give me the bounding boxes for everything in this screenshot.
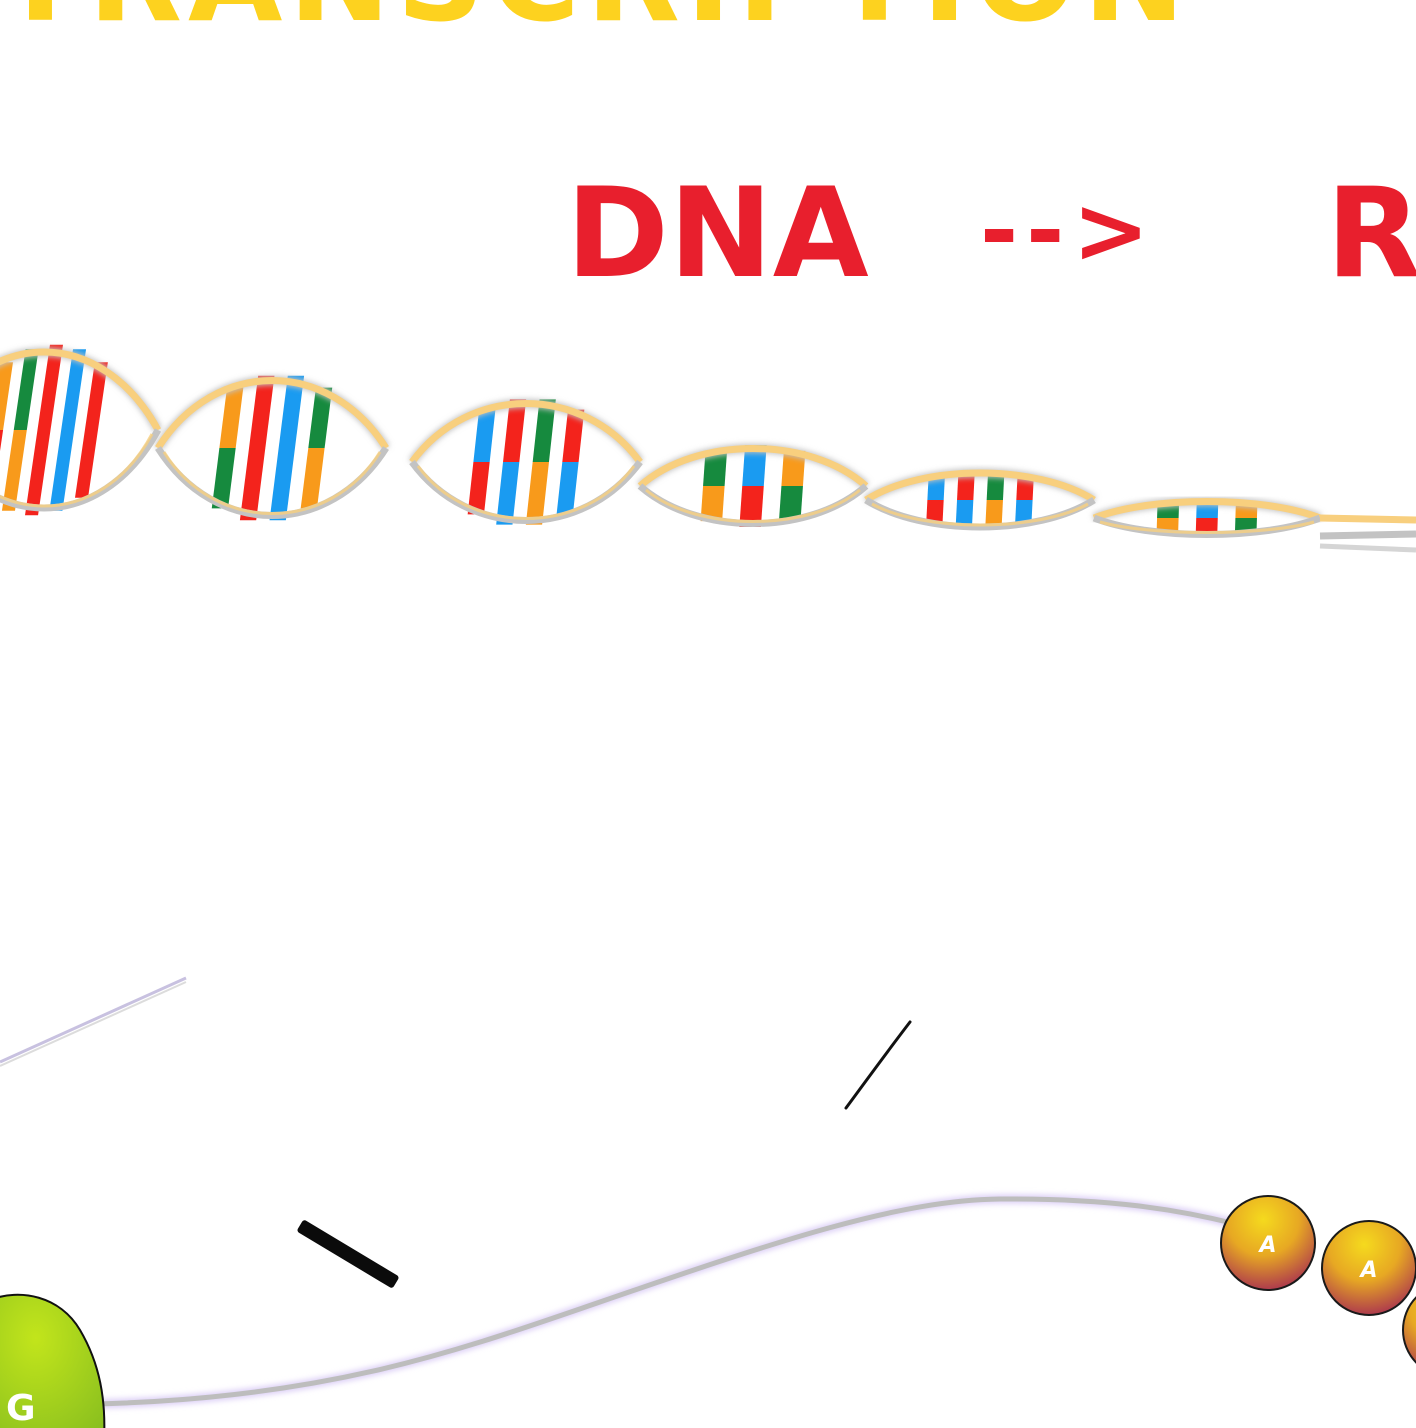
page-title: TRANSCRIPTION (0, 0, 1191, 49)
helix-turn (154, 375, 390, 521)
bead-label: A (1358, 1258, 1377, 1283)
base-pair (49, 349, 87, 511)
base-pair (739, 445, 767, 527)
base-pair (985, 471, 1005, 529)
base-pair (1, 349, 39, 511)
base-pair (778, 450, 806, 522)
cap-label: G (6, 1388, 36, 1428)
helix-turn (0, 344, 162, 516)
helix-tail (1319, 530, 1416, 540)
mrna-5-cap: G (0, 1293, 106, 1428)
base-pair (75, 362, 108, 498)
helix-turn (637, 444, 869, 527)
base-pair (25, 344, 63, 516)
strand-fragment (0, 976, 187, 1064)
nucleotide-fragment (297, 1220, 399, 1288)
base-pair (211, 387, 244, 509)
bead-label: A (1257, 1233, 1276, 1258)
helix-turn (863, 468, 1097, 531)
poly-a-bead: A (1321, 1220, 1416, 1316)
base-pair (1015, 475, 1034, 525)
base-pair (0, 362, 13, 498)
base-pair (525, 399, 556, 525)
mrna-strand (95, 1194, 1238, 1409)
base-pair (467, 409, 496, 515)
helix-tail (1319, 543, 1416, 553)
strand-fragment-shadow (0, 981, 187, 1067)
flow-source-label: DNA (566, 162, 869, 306)
nucleotide-fragment (844, 1020, 912, 1110)
base-pair (496, 399, 527, 525)
helix-turn (408, 399, 644, 525)
flow-target-label: RNA (1326, 162, 1416, 306)
flow-arrow: --> (980, 177, 1157, 284)
dna-double-helix (0, 344, 1416, 553)
base-pair (556, 409, 585, 515)
base-pair (269, 375, 305, 521)
base-pair (700, 450, 728, 522)
base-pair (955, 471, 975, 529)
poly-a-tail: A A (1220, 1195, 1416, 1364)
helix-tail (1319, 514, 1416, 524)
flow-heading: DNA --> RNA (566, 162, 1416, 306)
base-pair (239, 375, 275, 521)
base-pair (300, 387, 333, 509)
poly-a-bead: A (1220, 1195, 1316, 1291)
poly-a-bead-partial (1402, 1296, 1416, 1364)
base-pair (926, 475, 945, 525)
helix-turn (1092, 497, 1322, 538)
